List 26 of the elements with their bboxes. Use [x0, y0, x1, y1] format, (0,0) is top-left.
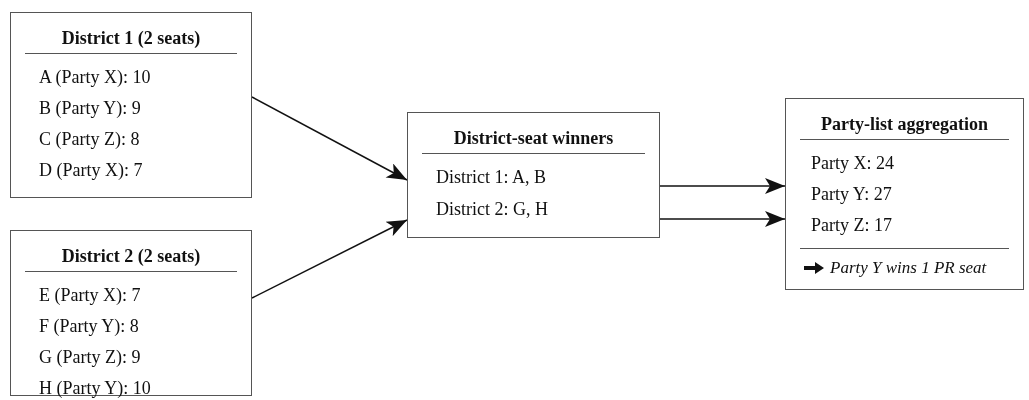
arrow	[251, 219, 408, 299]
list-line: B (Party Y): 9	[39, 97, 141, 120]
list-line: F (Party Y): 8	[39, 315, 139, 338]
box-heading: District-seat winners	[453, 127, 614, 149]
list-line: Party Z: 17	[811, 214, 892, 237]
list-line: H (Party Y): 10	[39, 377, 151, 400]
arrow	[659, 211, 786, 227]
list-line: Party Y: 27	[811, 183, 892, 206]
list-line: District 2: G, H	[436, 198, 548, 221]
box-heading: District 1 (2 seats)	[61, 27, 201, 49]
arrow	[659, 178, 786, 194]
list-line: E (Party X): 7	[39, 284, 141, 307]
list-line: Party X: 24	[811, 152, 894, 175]
text-box	[407, 112, 660, 238]
text-box	[10, 12, 252, 198]
box-heading: District 2 (2 seats)	[61, 245, 201, 267]
text-box	[10, 230, 252, 396]
box-heading: Party-list aggregation	[820, 113, 989, 135]
arrow	[251, 96, 408, 181]
list-line: A (Party X): 10	[39, 66, 151, 89]
list-line: D (Party X): 7	[39, 159, 143, 182]
text-box	[785, 98, 1024, 290]
list-line: District 1: A, B	[436, 166, 546, 189]
list-line: G (Party Z): 9	[39, 346, 141, 369]
result-note: Party Y wins 1 PR seat	[830, 257, 987, 279]
list-line: C (Party Z): 8	[39, 128, 140, 151]
